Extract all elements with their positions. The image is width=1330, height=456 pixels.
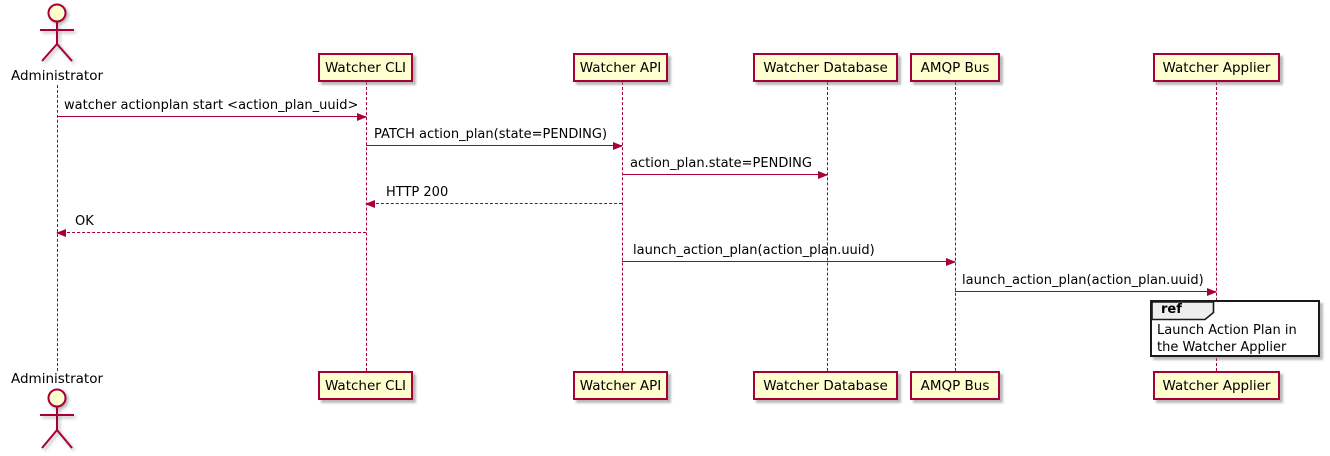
message-line xyxy=(57,116,366,117)
message-label: launch_action_plan(action_plan.uuid) xyxy=(633,243,875,258)
participant-label: Watcher CLI xyxy=(324,377,407,394)
participant-box-watcher-cli-bottom: Watcher CLI xyxy=(318,371,413,400)
message-label: PATCH action_plan(state=PENDING) xyxy=(374,127,608,142)
ref-header: ref xyxy=(1151,301,1215,321)
arrowhead-right-icon xyxy=(946,258,956,266)
participant-label: Watcher Applier xyxy=(1162,377,1271,394)
participant-label: Watcher Database xyxy=(763,377,888,394)
participant-label: Watcher CLI xyxy=(324,59,407,76)
actor-icon-bottom xyxy=(35,387,79,456)
participant-box-watcher-applier-bottom: Watcher Applier xyxy=(1153,371,1280,400)
message-label: watcher actionplan start <action_plan_uu… xyxy=(64,98,359,113)
message-label: launch_action_plan(action_plan.uuid) xyxy=(962,273,1204,288)
participant-label: Watcher API xyxy=(579,377,662,394)
participant-box-watcher-database-top: Watcher Database xyxy=(753,53,898,82)
message-2-patch-action-plan: PATCH action_plan(state=PENDING) xyxy=(366,127,623,150)
participant-box-watcher-database-bottom: Watcher Database xyxy=(753,371,898,400)
message-7-launch-action-plan: launch_action_plan(action_plan.uuid) xyxy=(955,273,1217,296)
message-5-ok: OK xyxy=(56,214,366,237)
lifeline-watcher-database xyxy=(827,82,828,371)
lifeline-administrator xyxy=(57,85,58,371)
message-line xyxy=(955,291,1216,292)
message-line xyxy=(622,261,955,262)
participant-label: Watcher Applier xyxy=(1162,59,1271,76)
participant-box-amqp-bus-bottom: AMQP Bus xyxy=(910,371,1000,400)
participant-label: Watcher Database xyxy=(763,59,888,76)
arrowhead-right-icon xyxy=(613,142,623,150)
participant-box-watcher-cli-top: Watcher CLI xyxy=(318,53,413,82)
message-line xyxy=(366,145,622,146)
ref-fragment: ref Launch Action Plan in the Watcher Ap… xyxy=(1150,300,1320,357)
message-line xyxy=(57,232,366,233)
message-label: action_plan.state=PENDING xyxy=(630,156,812,171)
message-1-start-actionplan: watcher actionplan start <action_plan_uu… xyxy=(57,98,367,121)
actor-label-top: Administrator xyxy=(10,68,104,84)
lifeline-watcher-applier xyxy=(1216,82,1217,371)
message-label: OK xyxy=(75,214,94,229)
message-3-state-pending: action_plan.state=PENDING xyxy=(622,156,828,179)
message-label: HTTP 200 xyxy=(386,185,449,200)
message-4-http-200: HTTP 200 xyxy=(365,185,622,208)
participant-label: AMQP Bus xyxy=(920,59,990,76)
arrowhead-right-icon xyxy=(1207,288,1217,296)
arrowhead-left-icon xyxy=(365,200,375,208)
participant-label: AMQP Bus xyxy=(920,377,990,394)
participant-box-watcher-api-bottom: Watcher API xyxy=(573,371,668,400)
ref-keyword: ref xyxy=(1161,302,1182,317)
message-6-launch-action-plan: launch_action_plan(action_plan.uuid) xyxy=(622,243,956,266)
participant-box-amqp-bus-top: AMQP Bus xyxy=(910,53,1000,82)
actor-label-bottom: Administrator xyxy=(10,371,104,387)
lifeline-amqp-bus xyxy=(955,82,956,371)
participant-box-watcher-api-top: Watcher API xyxy=(573,53,668,82)
arrowhead-right-icon xyxy=(818,171,828,179)
participant-box-watcher-applier-top: Watcher Applier xyxy=(1153,53,1280,82)
lifeline-watcher-cli xyxy=(366,82,367,371)
actor-icon-top xyxy=(35,2,79,68)
lifeline-watcher-api xyxy=(622,82,623,371)
message-line xyxy=(366,203,622,204)
arrowhead-right-icon xyxy=(357,113,367,121)
message-line xyxy=(622,174,827,175)
arrowhead-left-icon xyxy=(56,229,66,237)
participant-label: Watcher API xyxy=(579,59,662,76)
ref-text: Launch Action Plan in the Watcher Applie… xyxy=(1157,323,1297,355)
